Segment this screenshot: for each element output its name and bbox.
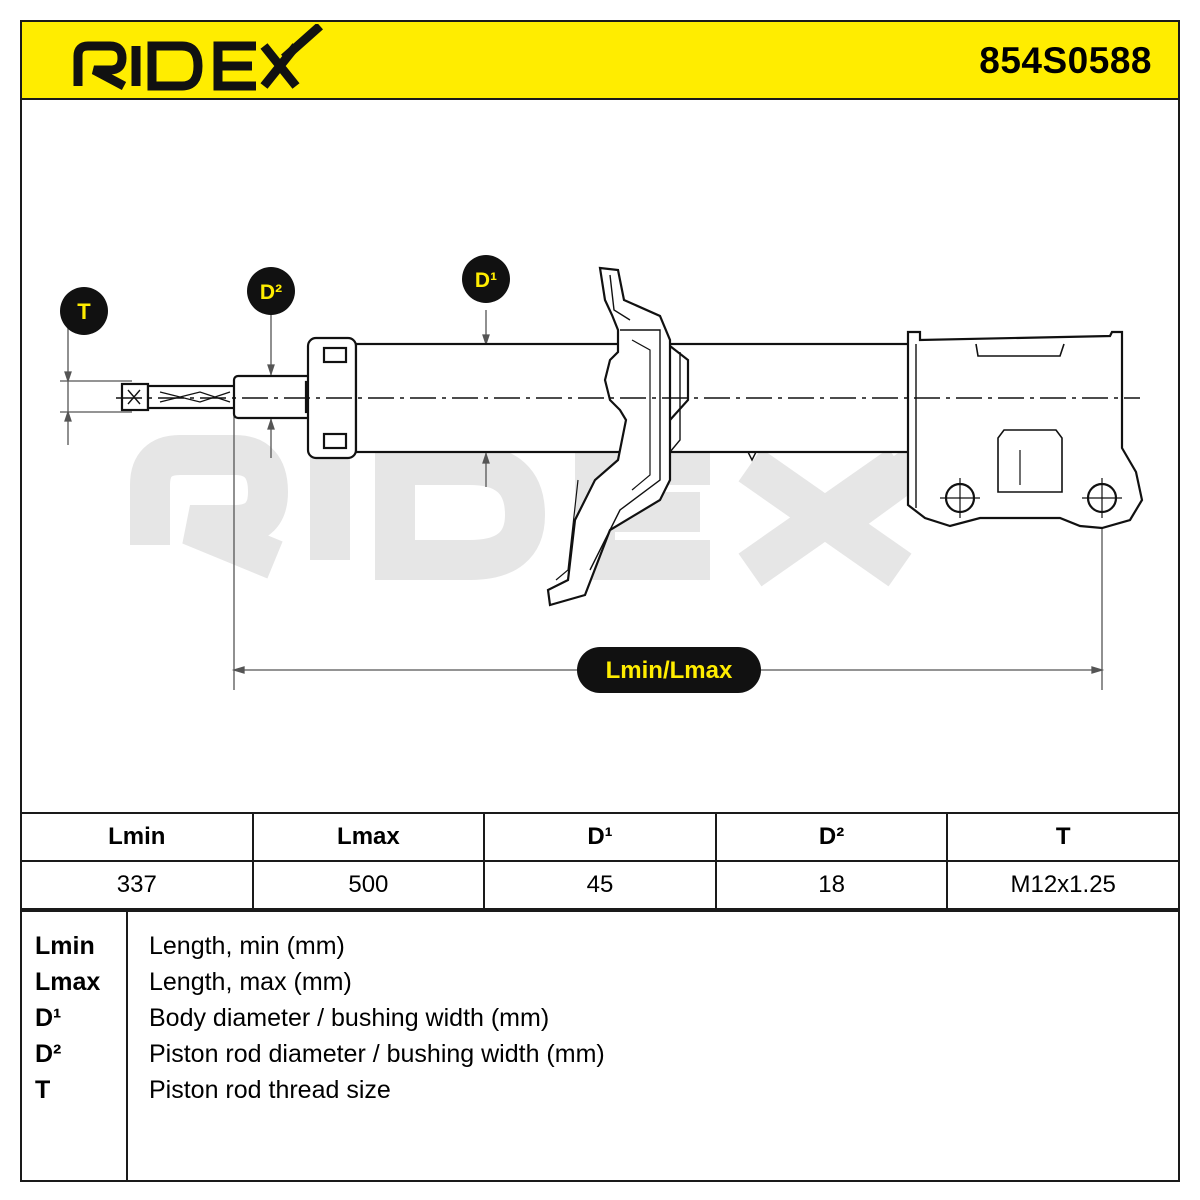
label-d2: D² — [247, 267, 295, 315]
specs-header-t: T — [946, 812, 1180, 862]
specs-header-d1: D¹ — [483, 812, 717, 862]
legend-key: Lmax — [35, 968, 101, 996]
legend-row: Lmax Length, max (mm) — [22, 964, 1172, 1000]
legend-row: D¹ Body diameter / bushing width (mm) — [22, 1000, 1172, 1036]
legend-desc: Length, max (mm) — [149, 968, 352, 996]
label-d1: D¹ — [462, 255, 510, 303]
legend-desc: Length, min (mm) — [149, 932, 345, 960]
specs-value-lmin: 337 — [20, 860, 254, 910]
label-t: T — [60, 287, 108, 335]
legend-desc: Body diameter / bushing width (mm) — [149, 1004, 550, 1032]
specs-value-d1: 45 — [483, 860, 717, 910]
legend-key: D¹ — [35, 1004, 62, 1032]
legend: Lmin Length, min (mm) Lmax Length, max (… — [20, 910, 1180, 1182]
specs-value-d2: 18 — [714, 860, 949, 910]
legend-row: T Piston rod thread size — [22, 1072, 1172, 1108]
shock-absorber-drawing: T D² D¹ Lmin/Lmax — [60, 255, 1144, 693]
legend-desc: Piston rod diameter / bushing width (mm) — [149, 1040, 605, 1068]
specs-table: Lmin Lmax D¹ D² T 337 500 45 18 M12x1.25 — [20, 812, 1180, 910]
part-number: 854S0588 — [979, 40, 1152, 81]
legend-key: Lmin — [35, 932, 95, 960]
legend-key: T — [35, 1076, 51, 1104]
specs-header-d2: D² — [714, 812, 949, 862]
specs-value-lmax: 500 — [251, 860, 486, 910]
label-t-text: T — [77, 299, 91, 324]
label-d2-text: D² — [260, 281, 282, 304]
header-bar: 854S0588 — [20, 20, 1180, 100]
legend-row: D² Piston rod diameter / bushing width (… — [22, 1036, 1172, 1072]
specs-header-row: Lmin Lmax D¹ D² T — [20, 812, 1180, 862]
label-length: Lmin/Lmax — [577, 647, 761, 693]
label-d1-text: D¹ — [475, 269, 497, 292]
legend-key: D² — [35, 1040, 62, 1068]
legend-row: Lmin Length, min (mm) — [22, 928, 1172, 964]
specs-value-t: M12x1.25 — [946, 860, 1180, 910]
specs-value-row: 337 500 45 18 M12x1.25 — [20, 860, 1180, 910]
specs-header-lmax: Lmax — [251, 812, 486, 862]
specs-header-lmin: Lmin — [20, 812, 254, 862]
label-length-text: Lmin/Lmax — [606, 657, 733, 684]
legend-desc: Piston rod thread size — [149, 1076, 391, 1104]
ridex-logo — [73, 24, 323, 91]
legend-divider — [126, 912, 128, 1180]
